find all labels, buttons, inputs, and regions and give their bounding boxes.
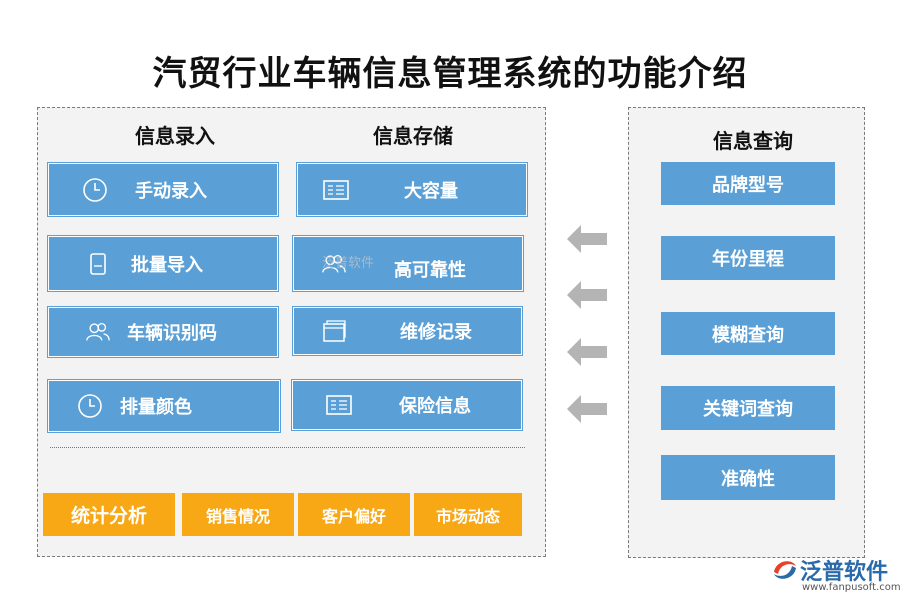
- storage-item-label: 保险信息: [399, 396, 471, 417]
- query-item-brand[interactable]: 品牌型号: [661, 162, 835, 205]
- input-item-batch[interactable]: 批量导入: [48, 236, 278, 291]
- input-item-label: 手动录入: [135, 180, 207, 202]
- input-item-label: 排量颜色: [120, 397, 192, 418]
- input-item-displacement[interactable]: 排量颜色: [48, 380, 280, 432]
- input-item-label: 车辆识别码: [127, 323, 217, 344]
- storage-item-insurance[interactable]: 保险信息: [292, 380, 522, 430]
- clock-icon: [77, 393, 103, 419]
- page-title: 汽贸行业车辆信息管理系统的功能介绍: [152, 54, 748, 94]
- storage-heading: 信息存储: [373, 124, 453, 148]
- input-item-manual[interactable]: 手动录入: [48, 163, 278, 216]
- logo-url: www.fanpusoft.com: [802, 582, 900, 593]
- users-icon: [321, 251, 347, 277]
- left-arrow-icon: [567, 225, 607, 253]
- query-item-accuracy[interactable]: 准确性: [661, 455, 835, 500]
- storage-item-label: 高可靠性: [394, 259, 466, 281]
- document-icon: [85, 251, 111, 277]
- storage-item-label: 大容量: [404, 180, 458, 202]
- stats-market-button[interactable]: 市场动态: [414, 493, 522, 536]
- list-icon: [323, 177, 349, 203]
- storage-item-label: 维修记录: [400, 322, 472, 343]
- query-item-keyword[interactable]: 关键词查询: [661, 386, 835, 430]
- query-item-fuzzy[interactable]: 模糊查询: [661, 312, 835, 355]
- stats-button[interactable]: 统计分析: [43, 493, 175, 536]
- list-icon: [326, 392, 352, 418]
- logo-swirl-icon: [774, 561, 796, 579]
- divider: [50, 447, 525, 448]
- input-item-label: 批量导入: [131, 254, 203, 276]
- left-arrow-icon: [567, 395, 607, 423]
- input-item-vin[interactable]: 车辆识别码: [48, 307, 278, 357]
- left-arrow-icon: [567, 281, 607, 309]
- storage-item-capacity[interactable]: 大容量: [297, 163, 527, 216]
- brand-logo: 泛普软件 www.fanpusoft.com: [770, 552, 900, 598]
- input-heading: 信息录入: [135, 124, 215, 148]
- stats-sales-button[interactable]: 销售情况: [182, 493, 294, 536]
- query-item-year[interactable]: 年份里程: [661, 236, 835, 280]
- left-arrow-icon: [567, 338, 607, 366]
- users-icon: [85, 319, 111, 345]
- window-icon: [321, 318, 347, 344]
- query-heading: 信息查询: [713, 129, 793, 153]
- storage-item-repair[interactable]: 维修记录: [293, 307, 522, 355]
- watermark: 泛普软件: [322, 256, 375, 271]
- stats-customer-button[interactable]: 客户偏好: [298, 493, 410, 536]
- clock-icon: [82, 177, 108, 203]
- logo-brand: 泛普软件: [800, 560, 889, 585]
- storage-item-reliability[interactable]: 高可靠性: [293, 236, 523, 291]
